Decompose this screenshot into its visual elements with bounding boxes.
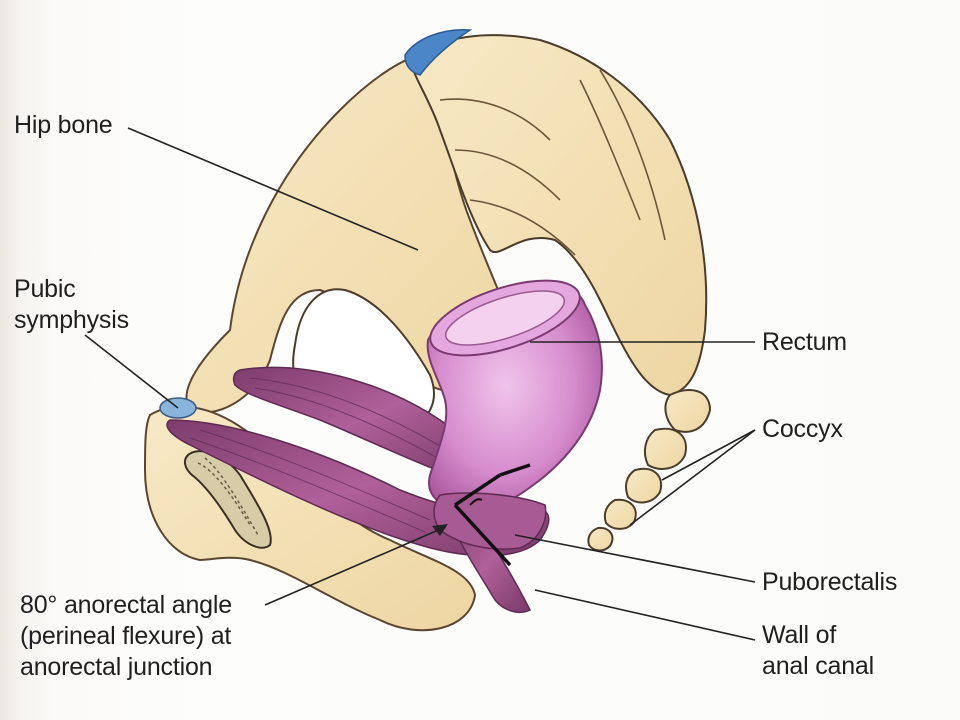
label-pubic-symphysis: Pubic symphysis bbox=[14, 275, 129, 334]
leader-lines bbox=[84, 127, 756, 641]
label-coccyx: Coccyx bbox=[762, 415, 843, 443]
label-anorectal-angle: 80° anorectal angle (perineal flexure) a… bbox=[20, 591, 232, 681]
puborectalis-leader bbox=[514, 534, 756, 583]
sacrum-shape bbox=[408, 34, 708, 397]
label-puborectalis: Puborectalis bbox=[762, 568, 898, 596]
pubic-symphysis-leader bbox=[84, 334, 179, 409]
coccyx-leader-2 bbox=[629, 429, 756, 526]
anorectal-angle-arrowhead bbox=[432, 524, 448, 536]
anorectal-angle-marker bbox=[453, 463, 531, 567]
coccyx-segments bbox=[587, 389, 712, 552]
anorectal-angle-leader bbox=[264, 527, 444, 606]
coccyx-leader-1 bbox=[661, 429, 756, 481]
hip-bone-leader bbox=[127, 127, 419, 251]
label-hip-bone: Hip bone bbox=[14, 111, 113, 139]
label-rectum: Rectum bbox=[762, 328, 847, 356]
anal-canal-leader bbox=[534, 589, 756, 641]
label-wall-of-anal-canal: Wall of anal canal bbox=[762, 621, 874, 680]
sacral-cartilage bbox=[404, 29, 473, 76]
